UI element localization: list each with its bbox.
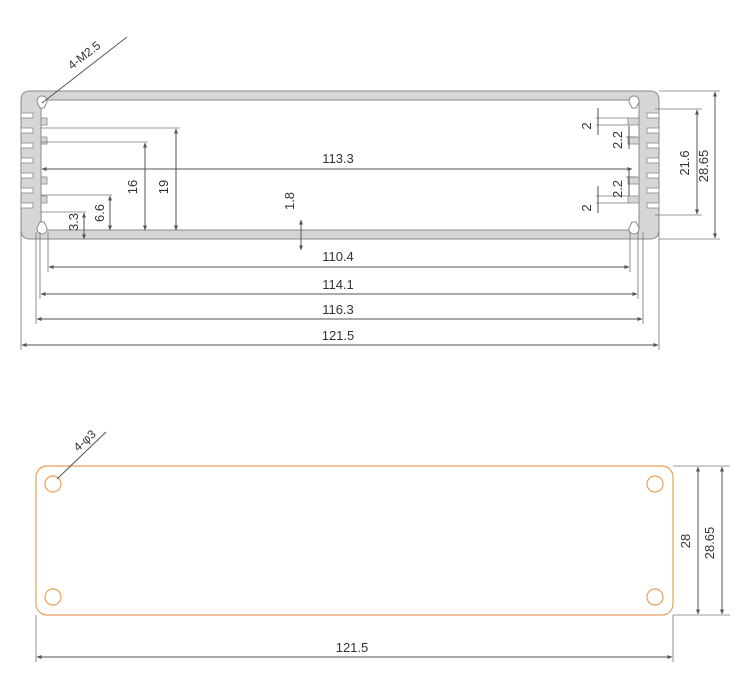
left-card-guides: [40, 117, 48, 204]
panel-outline: [35, 465, 674, 616]
panel-hole-top-left: [44, 475, 62, 493]
end-panel: 4-φ3 28 28.65 121.5: [35, 427, 730, 662]
dim-121-5-panel: 121.5: [336, 640, 369, 655]
dim-2-2-bottom: 2.2: [610, 180, 625, 198]
dim-6-6: 6.6: [92, 204, 107, 222]
dim-28-65-panel: 28.65: [702, 527, 717, 560]
dim-121-5-profile: 121.5: [322, 328, 355, 343]
m2-5-leader: [41, 36, 128, 104]
dim-116-3: 116.3: [322, 302, 354, 317]
m2-5-callout: 4-M2.5: [65, 38, 103, 72]
right-fins: [646, 112, 660, 209]
dim-19: 19: [156, 180, 171, 194]
dim-21-6: 21.6: [677, 150, 692, 175]
dim-114-1: 114.1: [322, 277, 354, 292]
right-card-guides: [627, 117, 640, 204]
dim-2-2-top: 2.2: [610, 131, 625, 149]
panel-hole-bottom-left: [44, 588, 62, 606]
dim-1-8: 1.8: [282, 192, 297, 210]
dim-2-top: 2: [579, 122, 594, 129]
enclosure-profile: 4-M2.5 19 16 6.6 3.3 1.8 113.3: [20, 36, 720, 350]
left-fins: [20, 112, 34, 209]
phi3-callout: 4-φ3: [71, 427, 99, 454]
dim-28-65-profile: 28.65: [696, 150, 711, 183]
dim-3-3: 3.3: [66, 213, 81, 231]
right-small-dims: [596, 108, 636, 213]
dim-28: 28: [678, 534, 693, 548]
screw-bosses: [36, 95, 640, 235]
panel-hole-top-right: [646, 475, 664, 493]
panel-hole-bottom-right: [646, 588, 664, 606]
bottom-extension-lines: [20, 232, 660, 350]
dim-16: 16: [125, 180, 140, 194]
dim-110-4: 110.4: [322, 249, 354, 264]
phi3-leader: [56, 431, 107, 480]
dim-113-3: 113.3: [322, 151, 354, 166]
inner-vertical-dims: [41, 127, 303, 251]
dim-2-bottom: 2: [579, 204, 594, 211]
